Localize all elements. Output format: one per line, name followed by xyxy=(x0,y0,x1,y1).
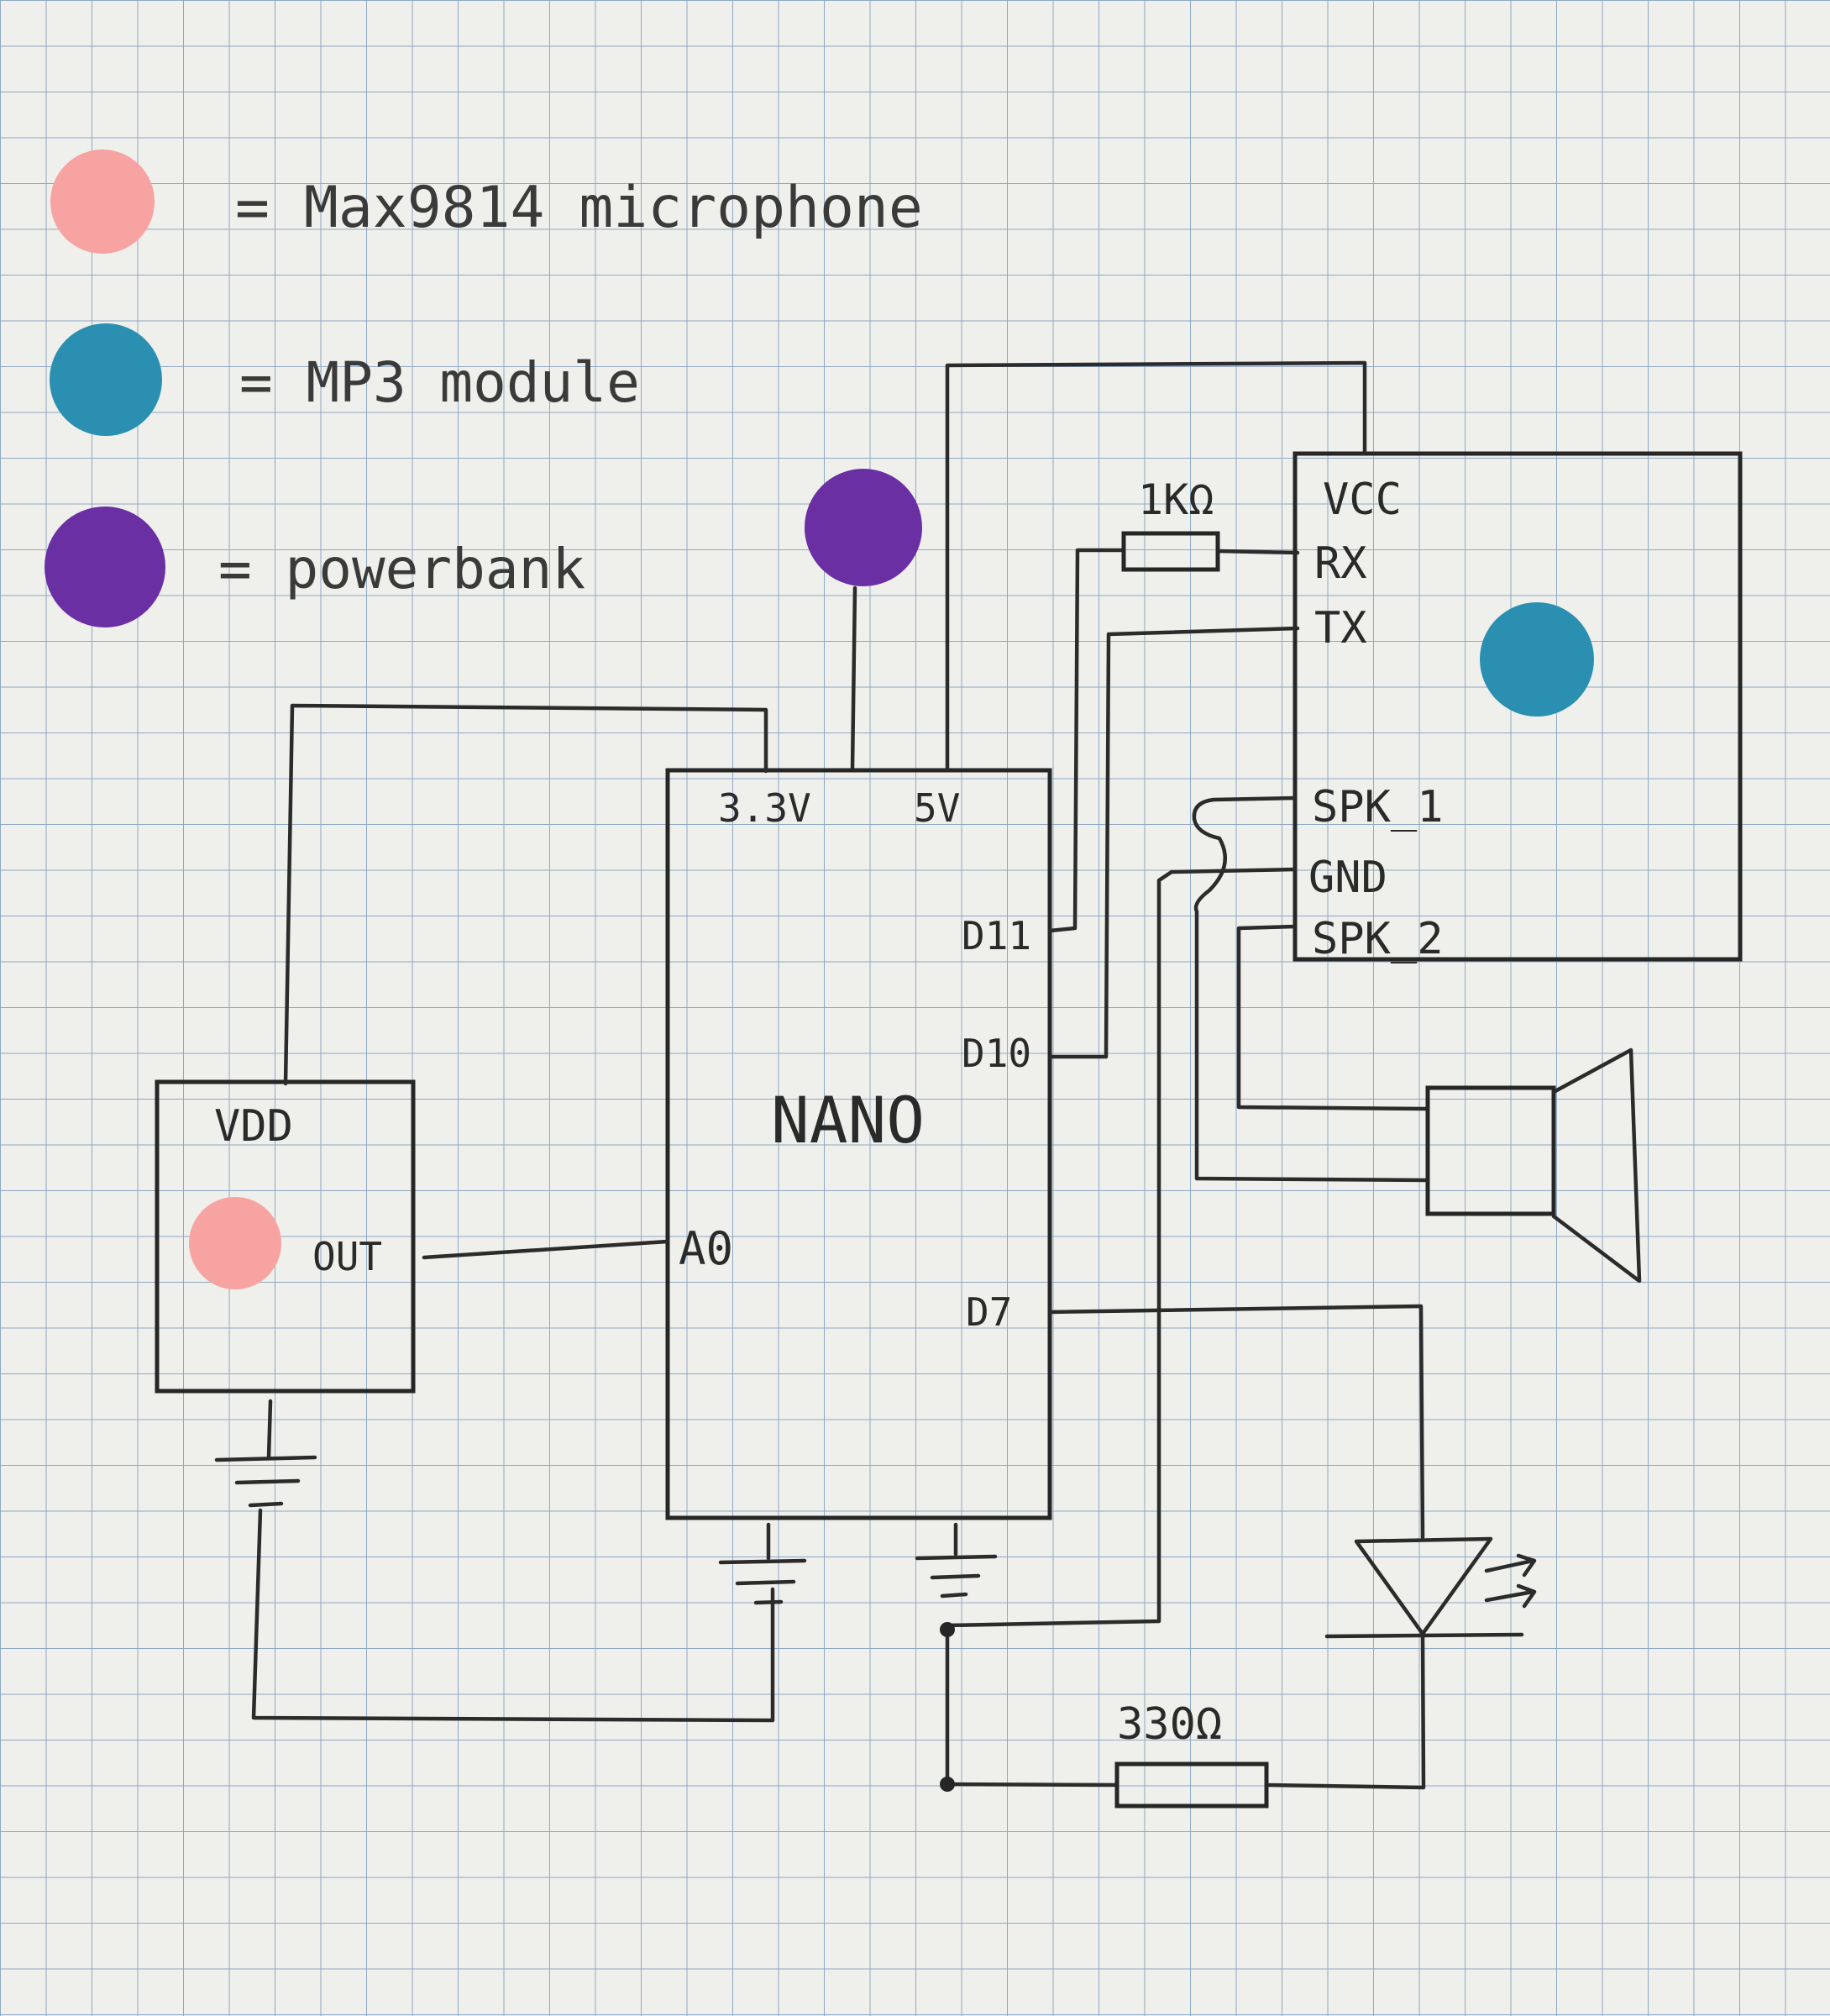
wire-led-r2 xyxy=(1264,1634,1426,1790)
nano-outline xyxy=(665,768,1052,1520)
nano-pin-3v3: 3.3V xyxy=(718,785,811,831)
microphone-pin-vdd: VDD xyxy=(214,1101,293,1152)
led-ray-2 xyxy=(1484,1583,1537,1609)
legend-item-powerbank: = powerbank xyxy=(45,507,585,627)
ground-mic-lead xyxy=(266,1399,273,1460)
legend-label-microphone: = Max9814 microphone xyxy=(235,175,923,241)
led-ray-1 xyxy=(1484,1553,1537,1578)
mp3-outline xyxy=(1293,451,1743,962)
powerbank-dot-icon xyxy=(45,507,165,627)
legend: = Max9814 microphone = MP3 module = powe… xyxy=(45,150,923,627)
microphone-dot-icon xyxy=(189,1197,281,1289)
speaker-cone xyxy=(1551,1047,1642,1284)
junction-dot xyxy=(940,1622,955,1637)
wire-out-a0 xyxy=(422,1239,670,1260)
led-triangle xyxy=(1354,1536,1493,1636)
microphone-pin-out: OUT xyxy=(312,1234,382,1279)
legend-item-mp3: = MP3 module xyxy=(50,323,640,436)
mp3-pin-rx: RX xyxy=(1314,538,1367,589)
powerbank-lead xyxy=(850,585,857,771)
mp3-pin-vcc: VCC xyxy=(1323,475,1402,525)
resistor-330: 330Ω xyxy=(1114,1699,1269,1809)
legend-item-microphone: = Max9814 microphone xyxy=(50,150,923,254)
wire-5v-vcc xyxy=(945,360,1367,773)
legend-label-powerbank: = powerbank xyxy=(218,537,585,601)
mp3-dot-icon xyxy=(50,323,162,436)
junction-dot xyxy=(940,1777,955,1792)
mp3-module: VCC RX TX SPK_1 GND SPK_2 xyxy=(1293,451,1743,964)
led-bar xyxy=(1324,1632,1524,1639)
wire-r1-rx xyxy=(1215,549,1300,555)
powerbank-dot-icon xyxy=(805,469,922,586)
wire-spk1 xyxy=(1192,795,1430,1183)
microphone-dot-icon xyxy=(50,150,155,254)
speaker-body xyxy=(1425,1085,1556,1216)
resistor-1k: 1KΩ xyxy=(1121,475,1220,572)
resistor-330-label: 330Ω xyxy=(1117,1699,1222,1750)
nano-pin-a0: A0 xyxy=(679,1222,733,1275)
mp3-pin-gnd: GND xyxy=(1308,853,1387,903)
wire-d7-led xyxy=(1047,1304,1425,1540)
nano-pin-d7: D7 xyxy=(966,1289,1012,1335)
resistor-1k-label: 1KΩ xyxy=(1138,475,1214,524)
wire-mic-gnd-loop xyxy=(251,1508,775,1723)
ground-mic xyxy=(214,1455,317,1508)
ground-nano-left xyxy=(718,1558,807,1605)
ground-icon xyxy=(214,1399,317,1508)
nano-pin-d10: D10 xyxy=(962,1031,1031,1076)
wire-gnd-mp3 xyxy=(945,867,1298,1628)
nano-pin-d11: D11 xyxy=(962,913,1031,958)
wire-d11-r1 xyxy=(1047,548,1126,933)
mp3-pin-tx: TX xyxy=(1314,603,1367,654)
wire-d10-tx xyxy=(1047,626,1300,1059)
speaker-icon xyxy=(1425,1047,1642,1284)
mp3-dot-icon xyxy=(1480,602,1594,717)
wire-3v3-vdd xyxy=(283,703,768,1086)
powerbank xyxy=(805,469,922,771)
nano-pin-5v: 5V xyxy=(914,785,960,831)
ground-icon xyxy=(718,1522,807,1605)
mp3-pin-spk1: SPK_1 xyxy=(1312,782,1444,832)
resistor-1k-body xyxy=(1121,531,1220,572)
resistor-330-body xyxy=(1114,1761,1269,1809)
nano-title: NANO xyxy=(771,1083,925,1158)
ground-nano-right xyxy=(915,1554,998,1599)
mp3-pin-spk2: SPK_2 xyxy=(1312,914,1444,964)
microphone-module: VDD OUT xyxy=(155,1079,416,1394)
nano-board: NANO 3.3V 5V D11 D10 A0 D7 xyxy=(665,768,1052,1520)
legend-label-mp3: = MP3 module xyxy=(239,350,640,415)
ground-icon xyxy=(915,1522,998,1599)
led-icon xyxy=(1324,1536,1537,1639)
wire-spk2 xyxy=(1236,924,1430,1111)
